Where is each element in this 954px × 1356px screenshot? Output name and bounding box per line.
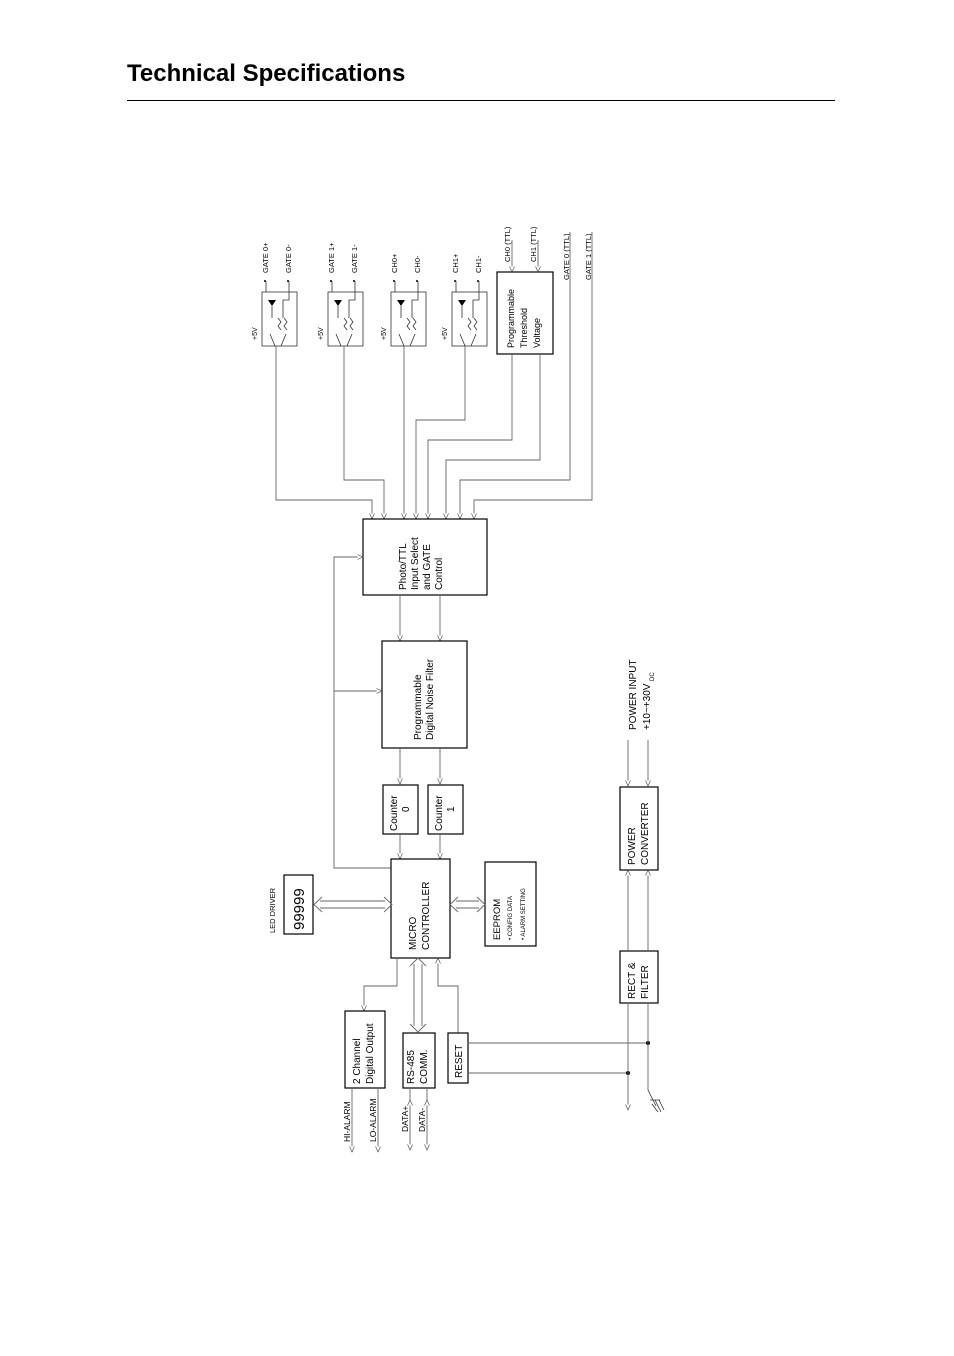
svg-text:RESET: RESET bbox=[454, 1045, 465, 1078]
svg-text:Counter: Counter bbox=[434, 795, 445, 831]
label-ch1-ttl: CH1 (TTL) bbox=[529, 226, 538, 262]
label-ch0-plus: CH0+ bbox=[390, 253, 399, 273]
optocoupler-gate0: +5V bbox=[252, 281, 298, 347]
svg-text:CONVERTER: CONVERTER bbox=[640, 802, 651, 865]
svg-text:RS-485: RS-485 bbox=[406, 1050, 417, 1084]
optocoupler-ch1: +5V bbox=[442, 281, 488, 347]
svg-text:Voltage: Voltage bbox=[532, 318, 542, 348]
svg-text:Digital Output: Digital Output bbox=[365, 1023, 376, 1084]
opto-vcc-label: +5V bbox=[252, 327, 259, 340]
digital-output-block: 2 Channel Digital Output bbox=[344, 1010, 386, 1089]
svg-text:• ALARM SETTING: • ALARM SETTING bbox=[521, 888, 527, 940]
label-ch0-ttl: CH0 (TTL) bbox=[503, 226, 512, 262]
label-gate0-ttl: GATE 0 (TTL) bbox=[562, 233, 571, 280]
opto-vcc-label: +5V bbox=[442, 327, 449, 340]
svg-text:Digital Noise Filter: Digital Noise Filter bbox=[425, 658, 436, 740]
power-input-label: POWER INPUT bbox=[628, 659, 639, 730]
page-title: Technical Specifications bbox=[127, 60, 406, 87]
svg-text:2 Channel: 2 Channel bbox=[352, 1038, 363, 1084]
led-driver-block: LED DRIVER 99999 bbox=[268, 874, 314, 935]
svg-text:Control: Control bbox=[434, 558, 445, 590]
threshold-voltage-block: Programmable Threshold Voltage bbox=[496, 271, 554, 355]
svg-text:COMM.: COMM. bbox=[419, 1050, 430, 1084]
svg-text:Programmable: Programmable bbox=[413, 674, 424, 740]
led-driver-label: LED DRIVER bbox=[268, 887, 277, 933]
label-ch1-plus: CH1+ bbox=[451, 253, 460, 273]
digital-noise-filter-block: Programmable Digital Noise Filter bbox=[381, 640, 468, 749]
svg-text:Counter: Counter bbox=[389, 795, 400, 831]
svg-text:Threshold: Threshold bbox=[519, 308, 529, 348]
power-range-sub: DC bbox=[650, 672, 656, 681]
label-gate1-plus: GATE 1+ bbox=[327, 242, 336, 273]
counter-1-block: Counter 1 bbox=[427, 784, 464, 835]
label-gate1-ttl: GATE 1 (TTL) bbox=[584, 233, 593, 280]
data-plus-label: DATA+ bbox=[400, 1106, 410, 1132]
svg-text:CONTROLLER: CONTROLLER bbox=[421, 882, 432, 950]
rect-filter-block: RECT & FILTER bbox=[619, 950, 659, 1004]
svg-text:POWER: POWER bbox=[627, 827, 638, 865]
input-select-gate-control-block: Photo/TTL Input Select and GATE Control bbox=[362, 518, 488, 596]
svg-text:MICRO: MICRO bbox=[408, 916, 419, 950]
svg-text:and GATE: and GATE bbox=[422, 544, 433, 590]
data-minus-label: DATA- bbox=[417, 1108, 427, 1132]
svg-text:Photo/TTL: Photo/TTL bbox=[398, 543, 409, 590]
svg-text:Programmable: Programmable bbox=[506, 289, 516, 348]
label-gate1-minus: GATE 1- bbox=[350, 244, 359, 273]
counter-0-block: Counter 0 bbox=[382, 784, 419, 835]
optocoupler-gate1: +5V bbox=[318, 281, 364, 347]
eeprom-block: EEPROM • CONFIG DATA • ALARM SETTING bbox=[484, 861, 537, 947]
power-range-label: +10~+30V bbox=[642, 683, 653, 730]
svg-text:0: 0 bbox=[401, 806, 412, 812]
power-converter-block: POWER CONVERTER bbox=[619, 786, 659, 871]
opto-vcc-label: +5V bbox=[381, 327, 388, 340]
svg-text:FILTER: FILTER bbox=[640, 965, 651, 999]
label-gate0-plus: GATE 0+ bbox=[261, 242, 270, 273]
label-ch1-minus: CH1- bbox=[474, 255, 483, 273]
svg-text:Input Select: Input Select bbox=[410, 537, 421, 590]
reset-block: RESET bbox=[447, 1032, 469, 1084]
hi-alarm-label: HI-ALARM bbox=[342, 1101, 352, 1142]
svg-text:EEPROM: EEPROM bbox=[492, 899, 503, 940]
label-gate0-minus: GATE 0- bbox=[284, 244, 293, 273]
micro-controller-block: MICRO CONTROLLER bbox=[390, 858, 451, 959]
title-divider bbox=[127, 100, 835, 101]
svg-text:• CONFIG DATA: • CONFIG DATA bbox=[508, 896, 514, 940]
rs485-comm-block: RS-485 COMM. bbox=[402, 1032, 436, 1089]
svg-text:1: 1 bbox=[446, 806, 457, 812]
lo-alarm-label: LO-ALARM bbox=[368, 1099, 378, 1142]
opto-vcc-label: +5V bbox=[318, 327, 325, 340]
optocoupler-ch0: +5V bbox=[381, 281, 427, 347]
label-ch0-minus: CH0- bbox=[413, 255, 422, 273]
led-display-value: 99999 bbox=[291, 888, 308, 930]
svg-text:RECT &: RECT & bbox=[627, 962, 638, 999]
